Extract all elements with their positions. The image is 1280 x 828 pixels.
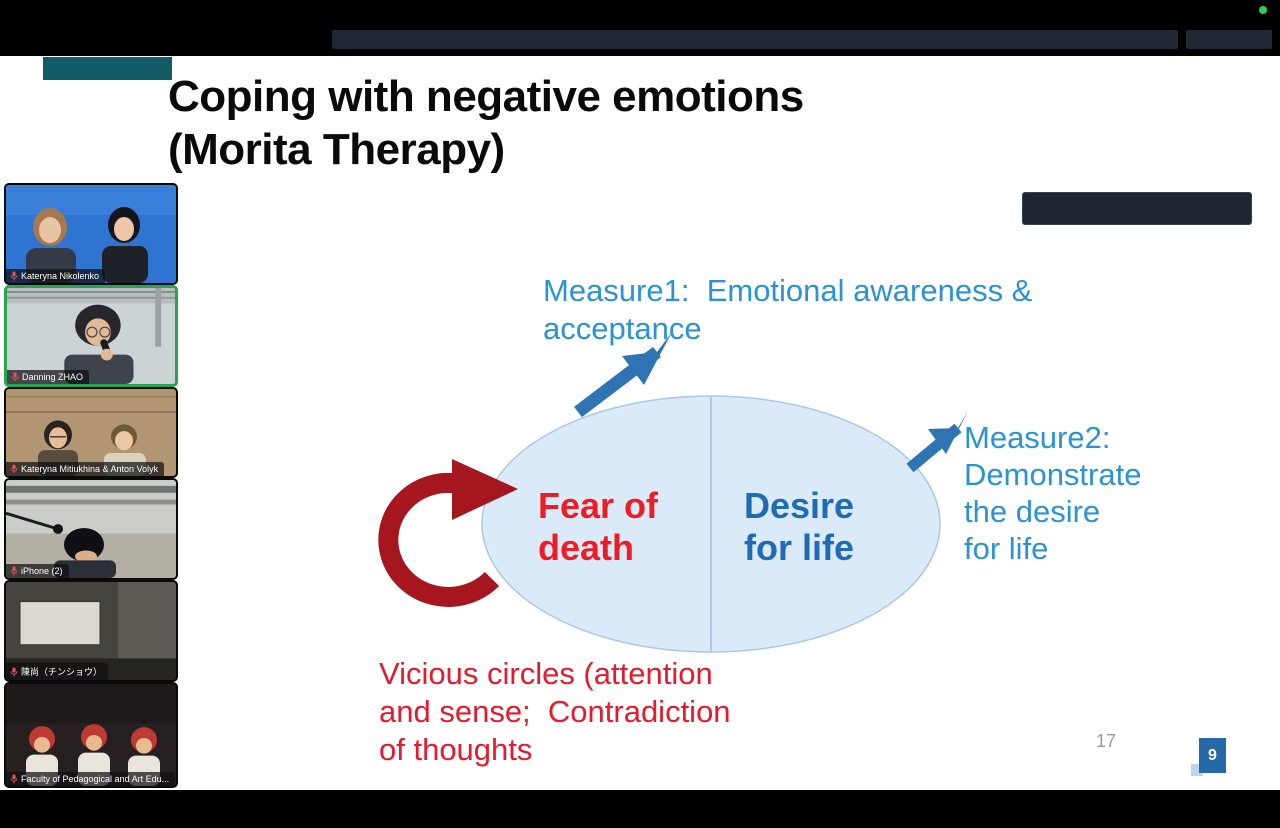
mic-icon [10,464,18,474]
measure1-line2: acceptance [543,311,702,346]
slide-corner-badge: 9 [1199,738,1226,773]
mic-icon [10,566,18,576]
desire-line2: for life [744,527,855,568]
vicious-circles-text: Vicious circles (attention and sense; Co… [379,655,731,769]
participant-name-label: 陳尚（チンショウ） [6,663,109,680]
participant-name: iPhone (2) [21,566,63,576]
slide-title: Coping with negative emotions (Morita Th… [168,70,804,176]
desire-for-life-label: Desire for life [744,485,854,569]
slide-title-line1: Coping with negative emotions [168,72,804,121]
measure2-line2: Demonstrate [964,457,1142,492]
green-status-dot [1259,6,1267,14]
participant-name: 陳尚（チンショウ） [21,667,103,677]
video-feed [6,185,176,283]
slide-title-line2: (Morita Therapy) [168,125,505,174]
video-tile-danning-zhao[interactable]: Danning ZHAO [4,285,178,387]
redacted-strip [332,30,1178,49]
video-feed [7,288,175,384]
vicious-line3: of thoughts [379,732,533,767]
fear-line1: Fear of [538,485,659,526]
slide-accent-bar [43,57,172,80]
participant-name-label: Kateryna Nikolenko [6,269,106,283]
arrow-to-measure2 [906,423,962,473]
vicious-line1: Vicious circles (attention [379,656,713,691]
measure2-text: Measure2: Demonstrate the desire for lif… [964,419,1141,567]
measure2-line3: the desire [964,494,1101,529]
slide-page-number: 17 [1096,731,1117,751]
mic-icon [10,774,18,784]
redacted-box [1022,192,1252,225]
participant-name: Danning ZHAO [22,372,84,382]
desire-line1: Desire [744,485,855,526]
vicious-cycle-arrowhead [452,459,518,520]
participant-name: Faculty of Pedagogical and Art Edu... [21,774,170,784]
vicious-line2: and sense; Contradiction [379,694,731,729]
video-tile-mitiukhina-volyk[interactable]: Kateryna Mitiukhina & Anton Volyk [4,387,178,478]
video-tile-kateryna-nikolenko[interactable]: Kateryna Nikolenko [4,183,178,285]
video-tile-iphone[interactable]: iPhone (2) [4,478,178,580]
arrow-to-measure2-head [928,411,968,454]
fear-of-death-label: Fear of death [538,485,658,569]
participant-name: Kateryna Nikolenko [21,271,100,281]
participant-name-label: Faculty of Pedagogical and Art Edu... [6,772,176,786]
letterbox-bottom [0,790,1280,828]
measure1-line1: Measure1: Emotional awareness & [543,273,1033,308]
redacted-strip-right [1186,30,1272,49]
fear-line2: death [538,527,635,568]
video-tile-chinsho[interactable]: 陳尚（チンショウ） [4,580,178,682]
participant-name-label: iPhone (2) [6,564,69,578]
measure2-line4: for life [964,531,1049,566]
measure1-text: Measure1: Emotional awareness & acceptan… [543,272,1032,348]
letterbox-top [0,0,1280,56]
measure2-line1: Measure2: [964,420,1111,455]
mic-icon [10,667,18,676]
arrow-to-measure1 [574,346,661,418]
participant-name-label: Danning ZHAO [7,370,90,384]
mic-icon [10,271,18,281]
video-tile-faculty[interactable]: Faculty of Pedagogical and Art Edu... [4,682,178,788]
video-feed [6,684,176,786]
mic-icon [11,372,19,382]
vicious-cycle-arrow [378,472,500,607]
participant-name: Kateryna Mitiukhina & Anton Volyk [21,464,159,474]
shared-slide: Coping with negative emotions (Morita Th… [0,56,1280,790]
participant-name-label: Kateryna Mitiukhina & Anton Volyk [6,462,165,476]
